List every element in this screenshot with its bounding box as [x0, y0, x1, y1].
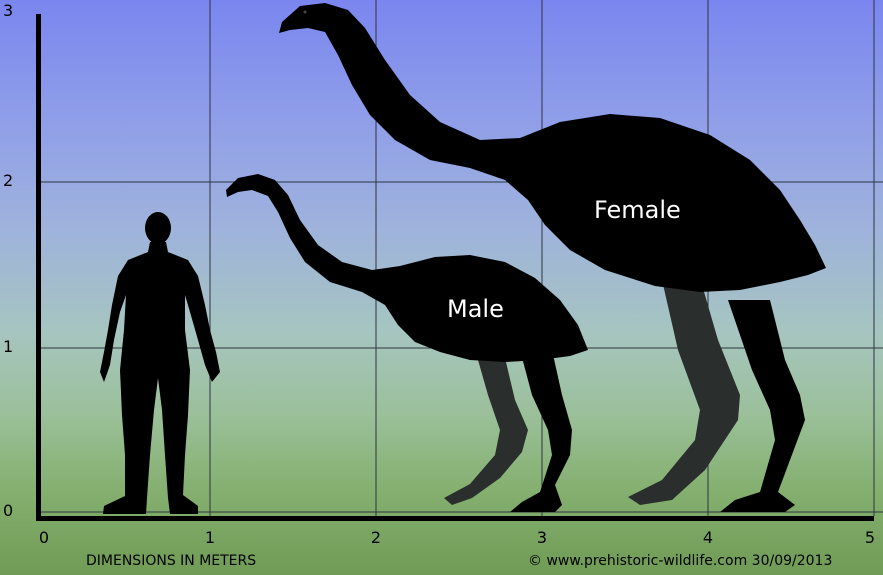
male-back-leg — [444, 358, 528, 505]
human-silhouette — [100, 212, 220, 514]
female-body — [279, 3, 826, 292]
x-tick-label-3: 3 — [532, 530, 552, 546]
y-tick-label-0: 0 — [3, 503, 13, 519]
female-eye — [304, 11, 307, 14]
male-label: Male — [447, 295, 504, 323]
x-axis-caption: DIMENSIONS IN METERS — [86, 553, 256, 569]
x-axis — [36, 516, 874, 521]
human-head — [145, 212, 171, 244]
x-tick-label-4: 4 — [698, 530, 718, 546]
y-tick-label-3: 3 — [3, 3, 13, 19]
x-tick-label-0: 0 — [34, 530, 54, 546]
x-tick-label-1: 1 — [200, 530, 220, 546]
male-moa-silhouette — [226, 174, 588, 512]
human-body — [100, 242, 220, 514]
credit-text: © www.prehistoric-wildlife.com 30/09/201… — [528, 553, 832, 569]
y-axis — [36, 14, 41, 520]
female-label: Female — [594, 196, 681, 224]
x-tick-label-5: 5 — [860, 530, 880, 546]
y-tick-label-1: 1 — [3, 339, 13, 355]
x-tick-label-2: 2 — [366, 530, 386, 546]
female-back-leg — [628, 278, 740, 505]
y-tick-label-2: 2 — [3, 173, 13, 189]
